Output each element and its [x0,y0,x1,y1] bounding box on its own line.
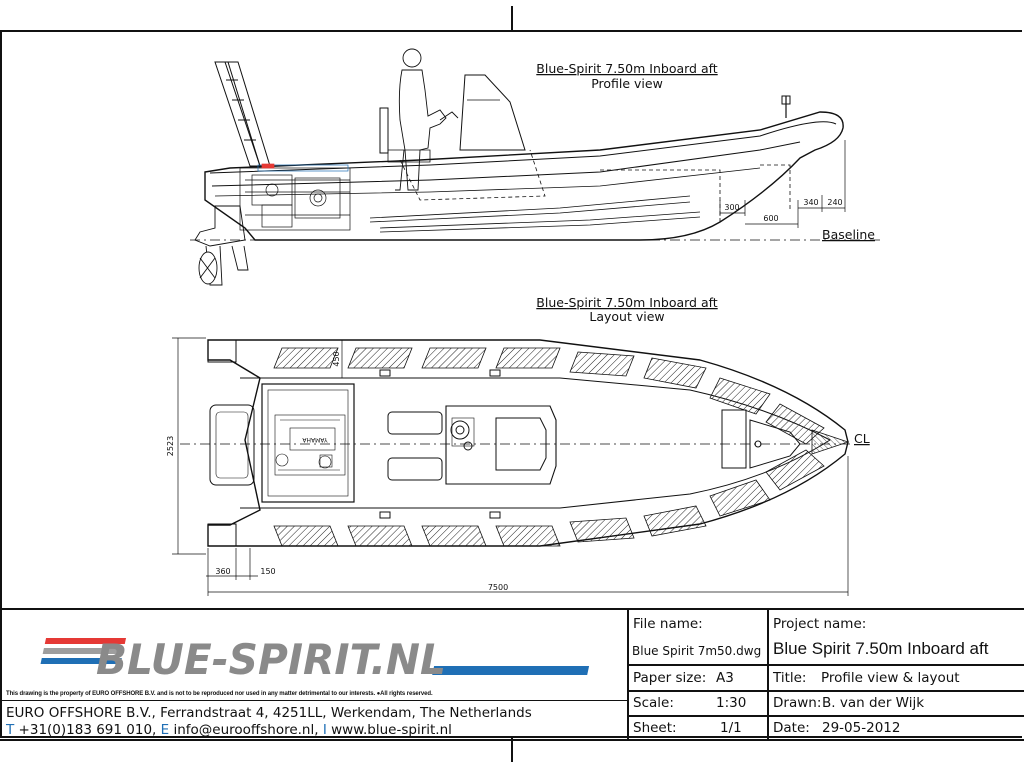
grid-line [627,715,1024,717]
company-contact: T +31(0)183 691 010, E info@eurooffshore… [6,722,452,738]
date-label: Date: [773,720,810,736]
disclaimer: This drawing is the property of EURO OFF… [6,691,433,697]
logo-text: BLUE-SPIRIT.NL [96,635,446,684]
tube-pads [273,347,825,547]
scale: 1:30 [716,695,747,711]
inboard-engine [239,163,351,231]
dim-tube: 450 [332,351,341,366]
seat-right [387,457,443,481]
blue-spirit-logo: BLUE-SPIRIT.NL [40,635,590,684]
centerline-label: CL [854,431,870,446]
top-cut-mark [511,6,513,30]
dim-step: 150 [260,567,275,576]
paper-size-label: Paper size: [633,670,707,686]
scale-label: Scale: [633,695,674,711]
technical-drawing: Blue-Spirit 7.50m Inboard aft Profile vi… [166,48,880,596]
seat-left [387,411,443,435]
grid-line [627,664,1024,666]
profile-subtitle: Profile view [591,76,663,91]
drawn-label: Drawn: [773,695,822,711]
sheet: 1/1 [720,720,742,736]
drawing-frame [0,30,1022,738]
drawn-by: B. van der Wijk [822,695,925,711]
bottom-cut-mark [511,738,513,762]
stern-drive [194,205,249,286]
company-address: EURO OFFSHORE B.V., Ferrandstraat 4, 425… [6,705,532,721]
layout-title: Blue-Spirit 7.50m Inboard aft [536,295,718,310]
profile-view: Blue-Spirit 7.50m Inboard aft Profile vi… [190,48,880,286]
console [459,74,526,151]
logo-area: BLUE-SPIRIT.NL This drawing is the prope… [0,610,627,698]
dim-340: 340 [803,198,818,207]
grid-line [0,739,1024,741]
bow-locker [721,409,747,469]
project-name: Blue Spirit 7.50m Inboard aft [773,639,989,658]
grid-line [627,690,1024,692]
project-name-label: Project name: [773,616,867,632]
engine-detail [274,414,346,476]
dim-240: 240 [827,198,842,207]
baseline-label: Baseline [822,227,875,242]
title-label: Title: [773,670,807,686]
drawing-title: Profile view & layout [821,670,960,686]
profile-title: Blue-Spirit 7.50m Inboard aft [536,61,718,76]
dim-beam: 2523 [166,436,175,456]
engine-label: YAMAHA [302,436,329,443]
dim-300: 300 [724,203,739,212]
engine-box [261,383,355,503]
layout-subtitle: Layout view [589,309,664,324]
hull-outline [204,111,844,241]
phone-label: T [6,722,15,738]
paper-size: A3 [716,670,734,686]
dim-length: 7500 [488,583,508,592]
title-block: BLUE-SPIRIT.NL This drawing is the prope… [0,608,1024,741]
layout-view: Blue-Spirit 7.50m Inboard aft Layout vie… [166,295,870,596]
grid-line [627,610,629,740]
tube [209,121,837,174]
seat [379,107,389,154]
person-icon [395,48,447,191]
file-name: Blue Spirit 7m50.dwg [632,644,762,658]
web-label: I [322,722,327,738]
phone: +31(0)183 691 010, [18,722,157,738]
console-plan [445,405,557,485]
dim-600: 600 [763,214,778,223]
file-name-label: File name: [633,616,703,632]
dim-transom: 360 [215,567,230,576]
email-label: E [160,722,170,738]
arch-frame [214,61,271,167]
company-info: EURO OFFSHORE B.V., Ferrandstraat 4, 425… [0,700,627,741]
date: 29-05-2012 [822,720,901,736]
website: www.blue-spirit.nl [331,722,452,738]
email: info@eurooffshore.nl, [173,722,319,738]
sheet-label: Sheet: [633,720,677,736]
grid-line [767,610,769,740]
